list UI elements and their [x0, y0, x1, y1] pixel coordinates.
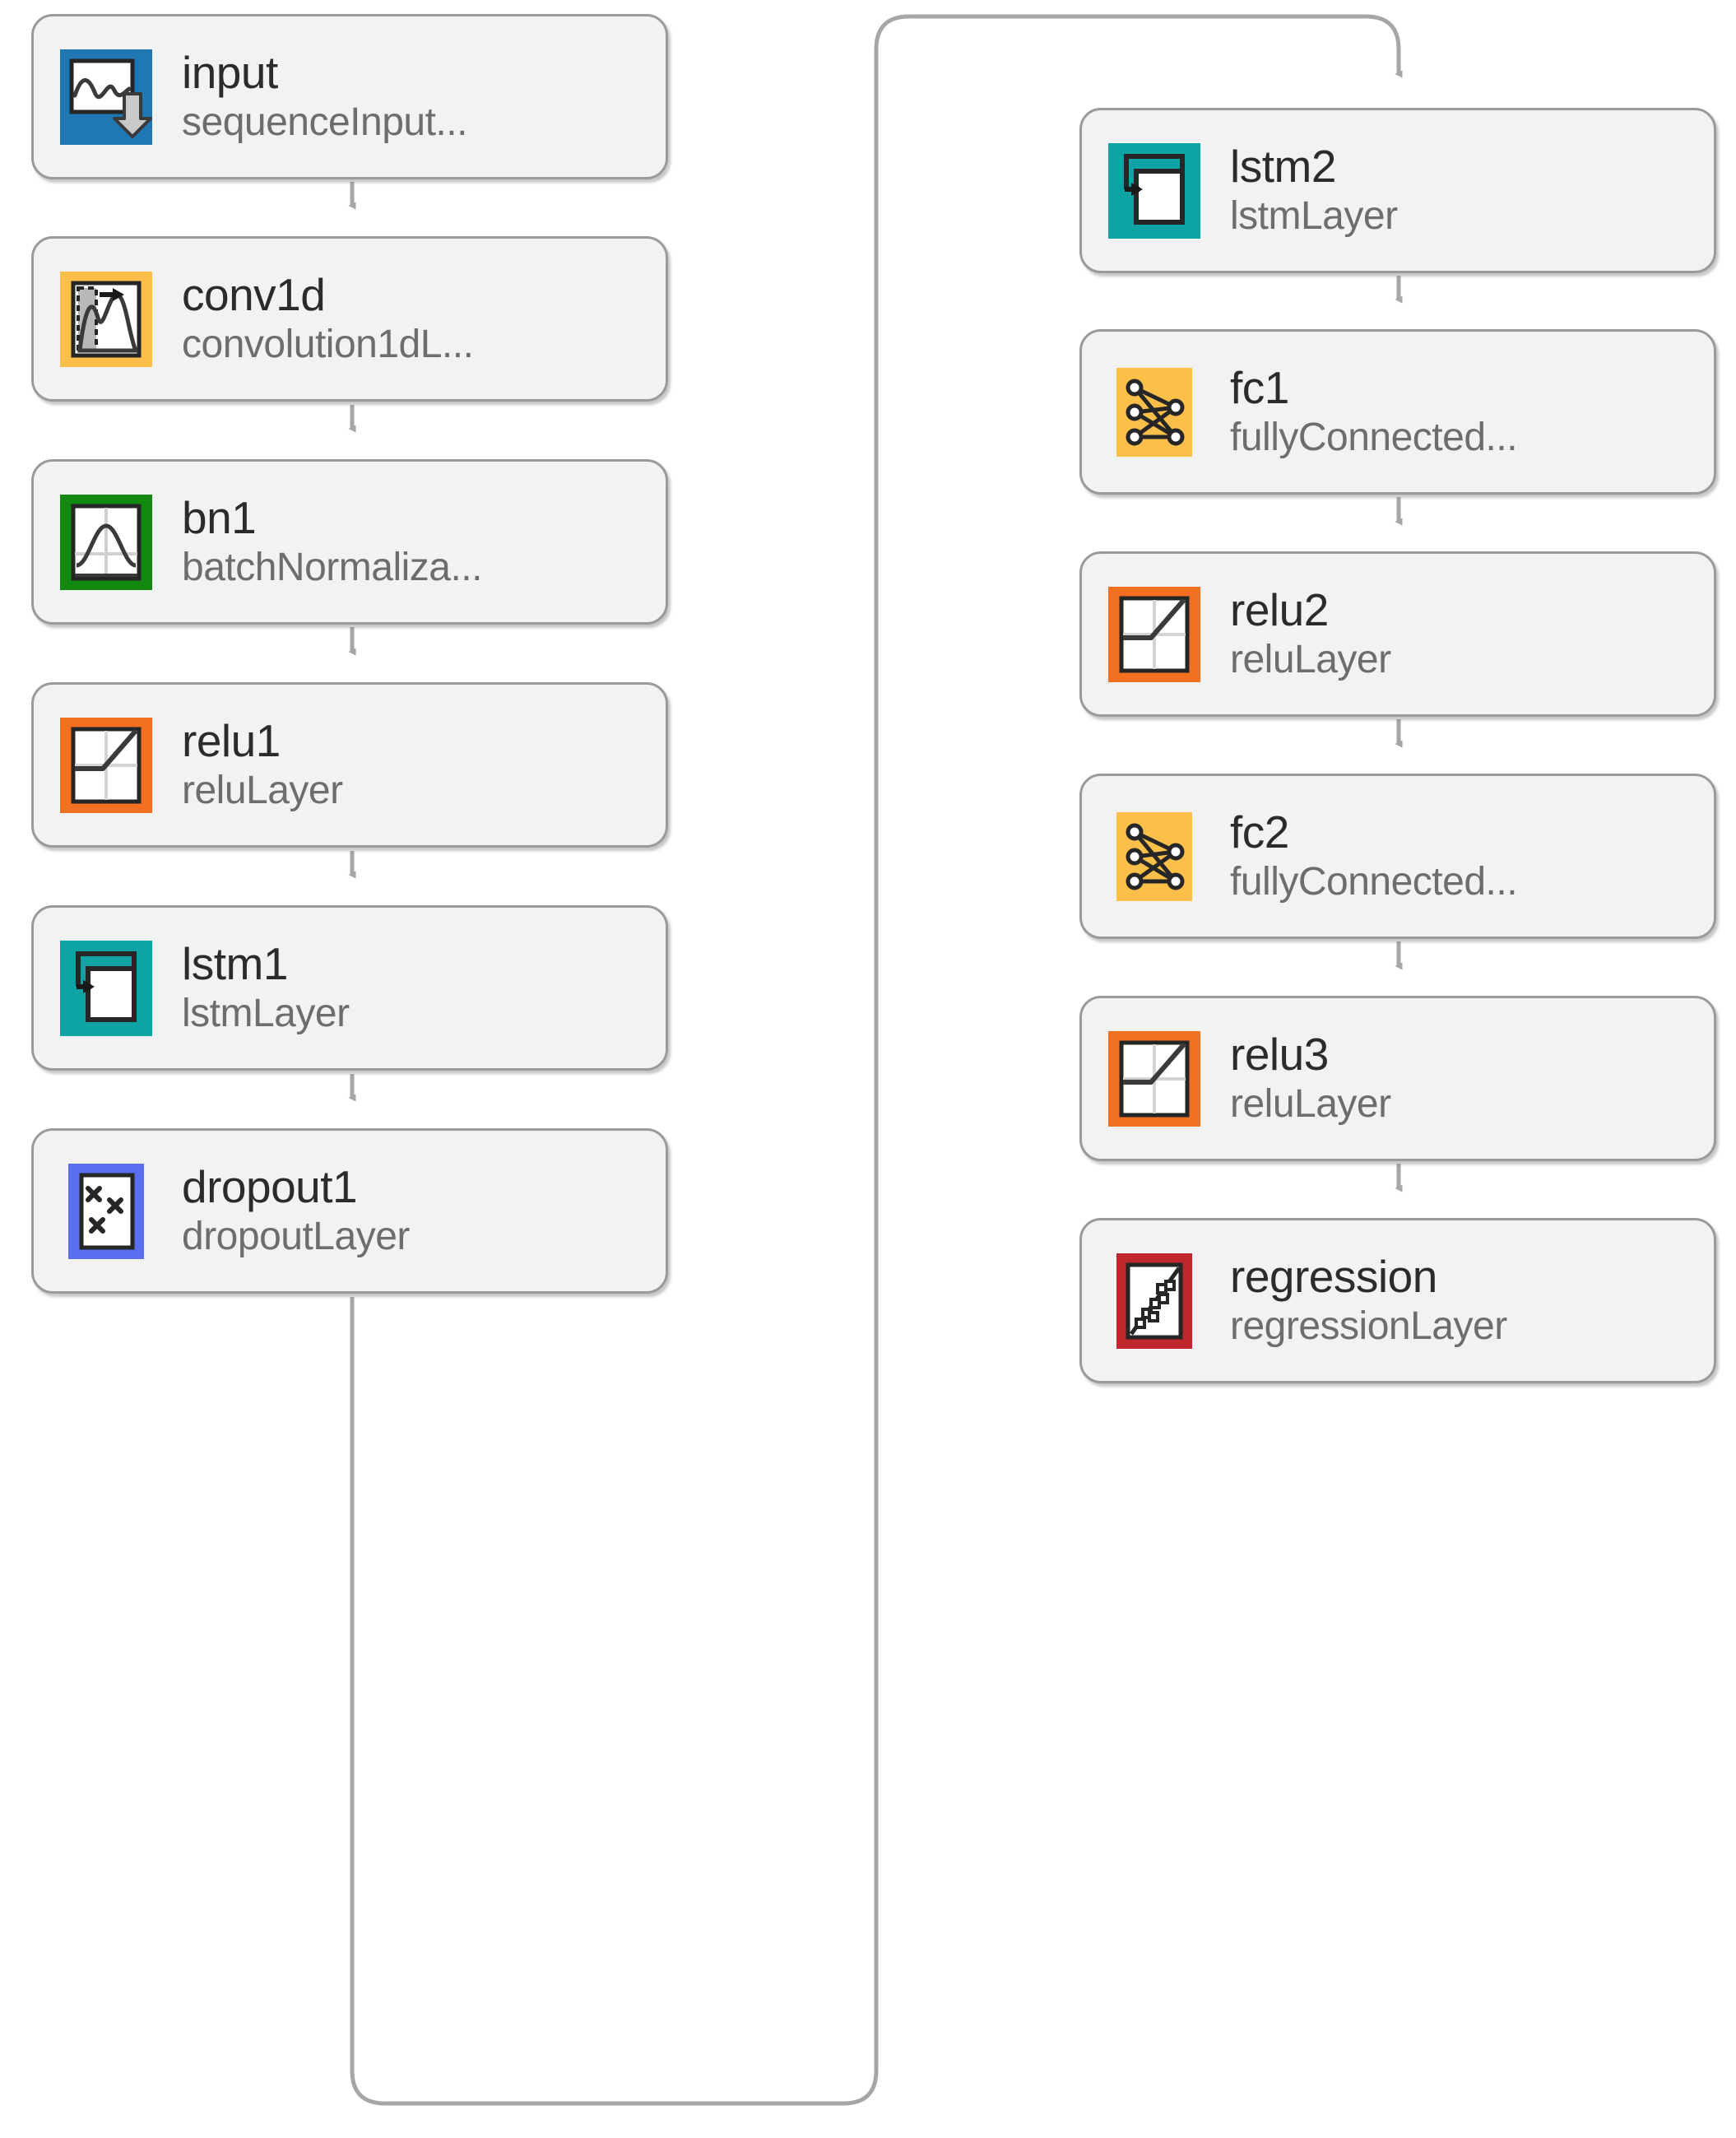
layer-text: input sequenceInput... — [182, 49, 467, 145]
layer-node-fc1[interactable]: fc1 fullyConnected... — [1079, 329, 1716, 495]
layer-text: lstm1 lstmLayer — [182, 940, 350, 1036]
regression-icon — [1107, 1248, 1202, 1354]
layer-text: dropout1 dropoutLayer — [182, 1163, 410, 1259]
batch-normalization-icon — [58, 490, 154, 595]
convolution-1d-icon — [58, 267, 154, 372]
layer-text: regression regressionLayer — [1230, 1253, 1507, 1349]
layer-node-dropout1[interactable]: dropout1 dropoutLayer — [31, 1128, 668, 1294]
layer-text: conv1d convolution1dL... — [182, 271, 473, 367]
layer-type: reluLayer — [1230, 638, 1391, 682]
layer-node-relu2[interactable]: relu2 reluLayer — [1079, 551, 1716, 717]
layer-text: lstm2 lstmLayer — [1230, 142, 1398, 239]
layer-type: reluLayer — [182, 769, 343, 813]
layer-type: fullyConnected... — [1230, 860, 1518, 904]
layer-name: regression — [1230, 1252, 1437, 1302]
layer-type: dropoutLayer — [182, 1215, 410, 1259]
layer-text: relu1 reluLayer — [182, 717, 343, 813]
relu-icon — [58, 713, 154, 818]
layer-node-bn1[interactable]: bn1 batchNormaliza... — [31, 459, 668, 625]
layer-name: relu3 — [1230, 1029, 1329, 1080]
layer-type: fullyConnected... — [1230, 416, 1518, 460]
layer-type: batchNormaliza... — [182, 546, 482, 590]
layer-node-conv1d[interactable]: conv1d convolution1dL... — [31, 236, 668, 402]
layer-type: lstmLayer — [182, 992, 350, 1036]
layer-text: bn1 batchNormaliza... — [182, 494, 482, 590]
layer-node-regression[interactable]: regression regressionLayer — [1079, 1218, 1716, 1383]
layer-type: reluLayer — [1230, 1082, 1391, 1127]
dropout-icon — [58, 1159, 154, 1264]
layer-text: relu3 reluLayer — [1230, 1030, 1391, 1127]
layer-node-fc2[interactable]: fc2 fullyConnected... — [1079, 774, 1716, 939]
layer-name: dropout1 — [182, 1162, 358, 1212]
layer-node-relu1[interactable]: relu1 reluLayer — [31, 682, 668, 848]
layer-name: relu2 — [1230, 585, 1329, 635]
layer-name: lstm2 — [1230, 142, 1336, 192]
layer-node-relu3[interactable]: relu3 reluLayer — [1079, 996, 1716, 1161]
layer-text: relu2 reluLayer — [1230, 586, 1391, 682]
relu-icon — [1107, 582, 1202, 687]
fully-connected-icon — [1107, 804, 1202, 909]
layer-name: lstm1 — [182, 939, 288, 989]
layer-node-lstm2[interactable]: lstm2 lstmLayer — [1079, 108, 1716, 273]
layer-text: fc2 fullyConnected... — [1230, 808, 1517, 904]
layer-type: convolution1dL... — [182, 323, 474, 367]
layer-name: input — [182, 48, 278, 98]
layer-name: relu1 — [182, 716, 281, 766]
layer-name: conv1d — [182, 270, 326, 320]
layer-type: lstmLayer — [1230, 194, 1398, 239]
layer-text: fc1 fullyConnected... — [1230, 364, 1517, 460]
layer-node-lstm1[interactable]: lstm1 lstmLayer — [31, 905, 668, 1071]
layer-type: sequenceInput... — [182, 100, 467, 145]
lstm-icon — [1107, 138, 1202, 244]
layer-name: fc2 — [1230, 807, 1289, 858]
relu-icon — [1107, 1026, 1202, 1132]
layer-name: fc1 — [1230, 363, 1289, 413]
fully-connected-icon — [1107, 360, 1202, 465]
layer-type: regressionLayer — [1230, 1304, 1507, 1349]
sequence-input-icon — [58, 44, 154, 150]
layer-name: bn1 — [182, 493, 257, 543]
lstm-icon — [58, 936, 154, 1041]
layer-node-input[interactable]: input sequenceInput... — [31, 14, 668, 179]
